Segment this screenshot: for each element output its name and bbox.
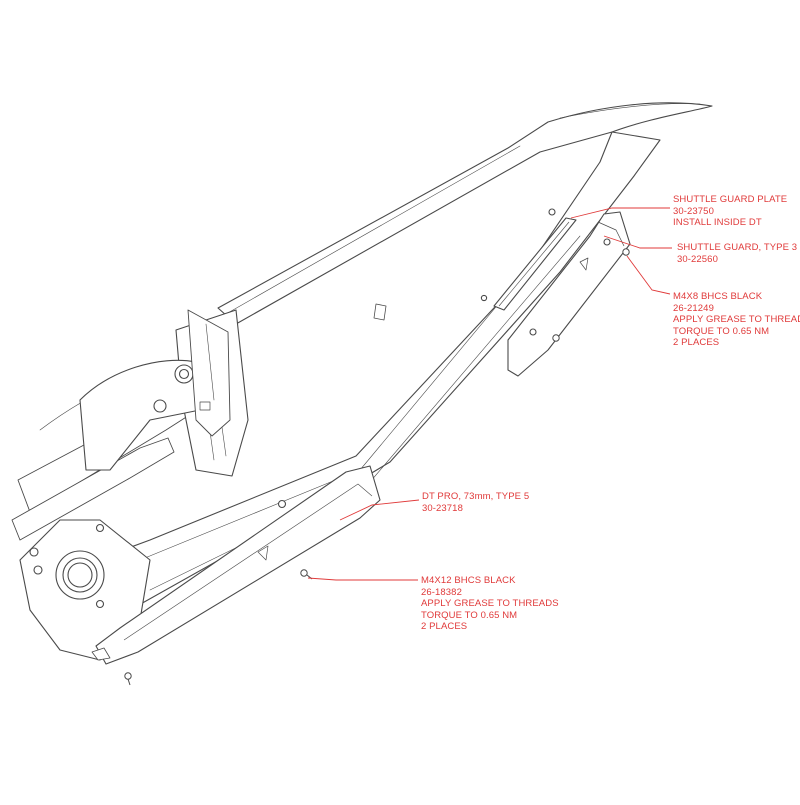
m4x12-bolt-part-number: 26-18382 [421, 586, 462, 598]
m4x8-bolts [552, 248, 630, 342]
bike-frame [11, 102, 713, 661]
down-tube [95, 131, 661, 611]
leader-dt-pro [339, 499, 420, 521]
leader-shuttle-guard-plate [570, 207, 670, 219]
m4x8-bolt-part-number: 26-21249 [673, 302, 714, 314]
m4x12-bolt-title: M4X12 BHCS BLACK [421, 575, 516, 586]
m4x12-bolt-lower [124, 672, 132, 680]
leader-shuttle-guard [603, 235, 672, 249]
callout-m4x8-bolt: M4X8 BHCS BLACK 26-21249 APPLY GREASE TO… [673, 291, 800, 349]
m4x12-bolt-grease-note: APPLY GREASE TO THREADS [421, 598, 559, 609]
m4x8-bolt-grease-note: APPLY GREASE TO THREADS [673, 314, 800, 325]
m4x8-bolt-upper [622, 248, 630, 256]
leader-m4x12 [307, 577, 418, 581]
callout-leaders [307, 207, 672, 581]
shuttle-guard-plate-note: INSTALL INSIDE DT [673, 217, 762, 228]
shuttle-guard-part [493, 211, 631, 377]
m4x8-bolt-lower [552, 334, 560, 342]
m4x12-bolts [124, 569, 313, 686]
dt-pro-guard-part-number: 30-23718 [422, 502, 463, 514]
shuttle-guard-body [507, 211, 631, 377]
shuttle-guard-title: SHUTTLE GUARD, TYPE 3 [677, 242, 798, 253]
shuttle-guard-plate-title: SHUTTLE GUARD PLATE [673, 194, 788, 205]
m4x8-bolt-title: M4X8 BHCS BLACK [673, 291, 763, 302]
shuttle-guard-part-number: 30-22560 [677, 253, 718, 265]
callout-shuttle-guard-plate: SHUTTLE GUARD PLATE 30-23750 INSTALL INS… [673, 194, 787, 229]
top-tube [217, 102, 713, 325]
m4x8-bolt-torque-note: TORQUE TO 0.65 NM [673, 325, 770, 337]
shuttle-guard-plate-part-number: 30-23750 [673, 205, 714, 217]
dt-pro-guard-title: DT PRO, 73mm, TYPE 5 [422, 491, 530, 502]
m4x8-bolt-quantity: 2 PLACES [673, 337, 720, 348]
m4x12-bolt-upper [300, 569, 308, 577]
callout-dt-pro-guard: DT PRO, 73mm, TYPE 5 30-23718 [422, 491, 529, 514]
dt-pro-guard-part [91, 465, 381, 665]
m4x12-bolt-torque-note: TORQUE TO 0.65 NM [421, 609, 518, 621]
callout-shuttle-guard: SHUTTLE GUARD, TYPE 3 30-22560 [677, 242, 797, 265]
callout-m4x12-bolt: M4X12 BHCS BLACK 26-18382 APPLY GREASE T… [421, 575, 559, 633]
leader-m4x8 [626, 255, 671, 295]
rocker-link [79, 359, 215, 471]
m4x12-bolt-quantity: 2 PLACES [421, 621, 468, 632]
